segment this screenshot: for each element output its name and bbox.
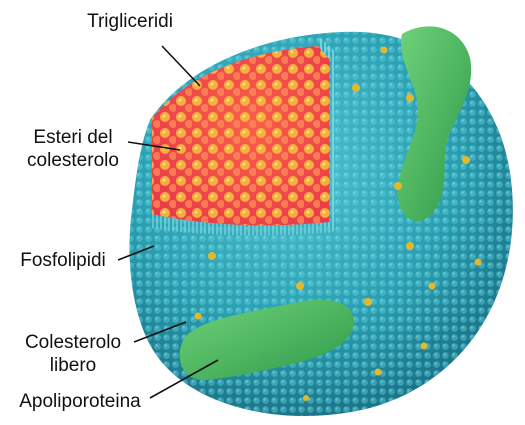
leader-trigliceridi xyxy=(162,46,200,86)
label-trigliceridi: Trigliceridi xyxy=(70,10,190,33)
label-esteri-del-colesterolo: Esteri del colesterolo xyxy=(18,126,128,172)
label-fosfolipidi: Fosfolipidi xyxy=(8,249,118,272)
label-colesterolo-libero: Colesterolo libero xyxy=(12,331,134,377)
label-colesterolo-line2: libero xyxy=(12,354,134,377)
label-colesterolo-line1: Colesterolo xyxy=(12,331,134,354)
label-apolipoproteina: Apoliporoteina xyxy=(10,390,150,413)
label-esteri-line2: colesterolo xyxy=(18,149,128,172)
label-esteri-line1: Esteri del xyxy=(18,126,128,149)
